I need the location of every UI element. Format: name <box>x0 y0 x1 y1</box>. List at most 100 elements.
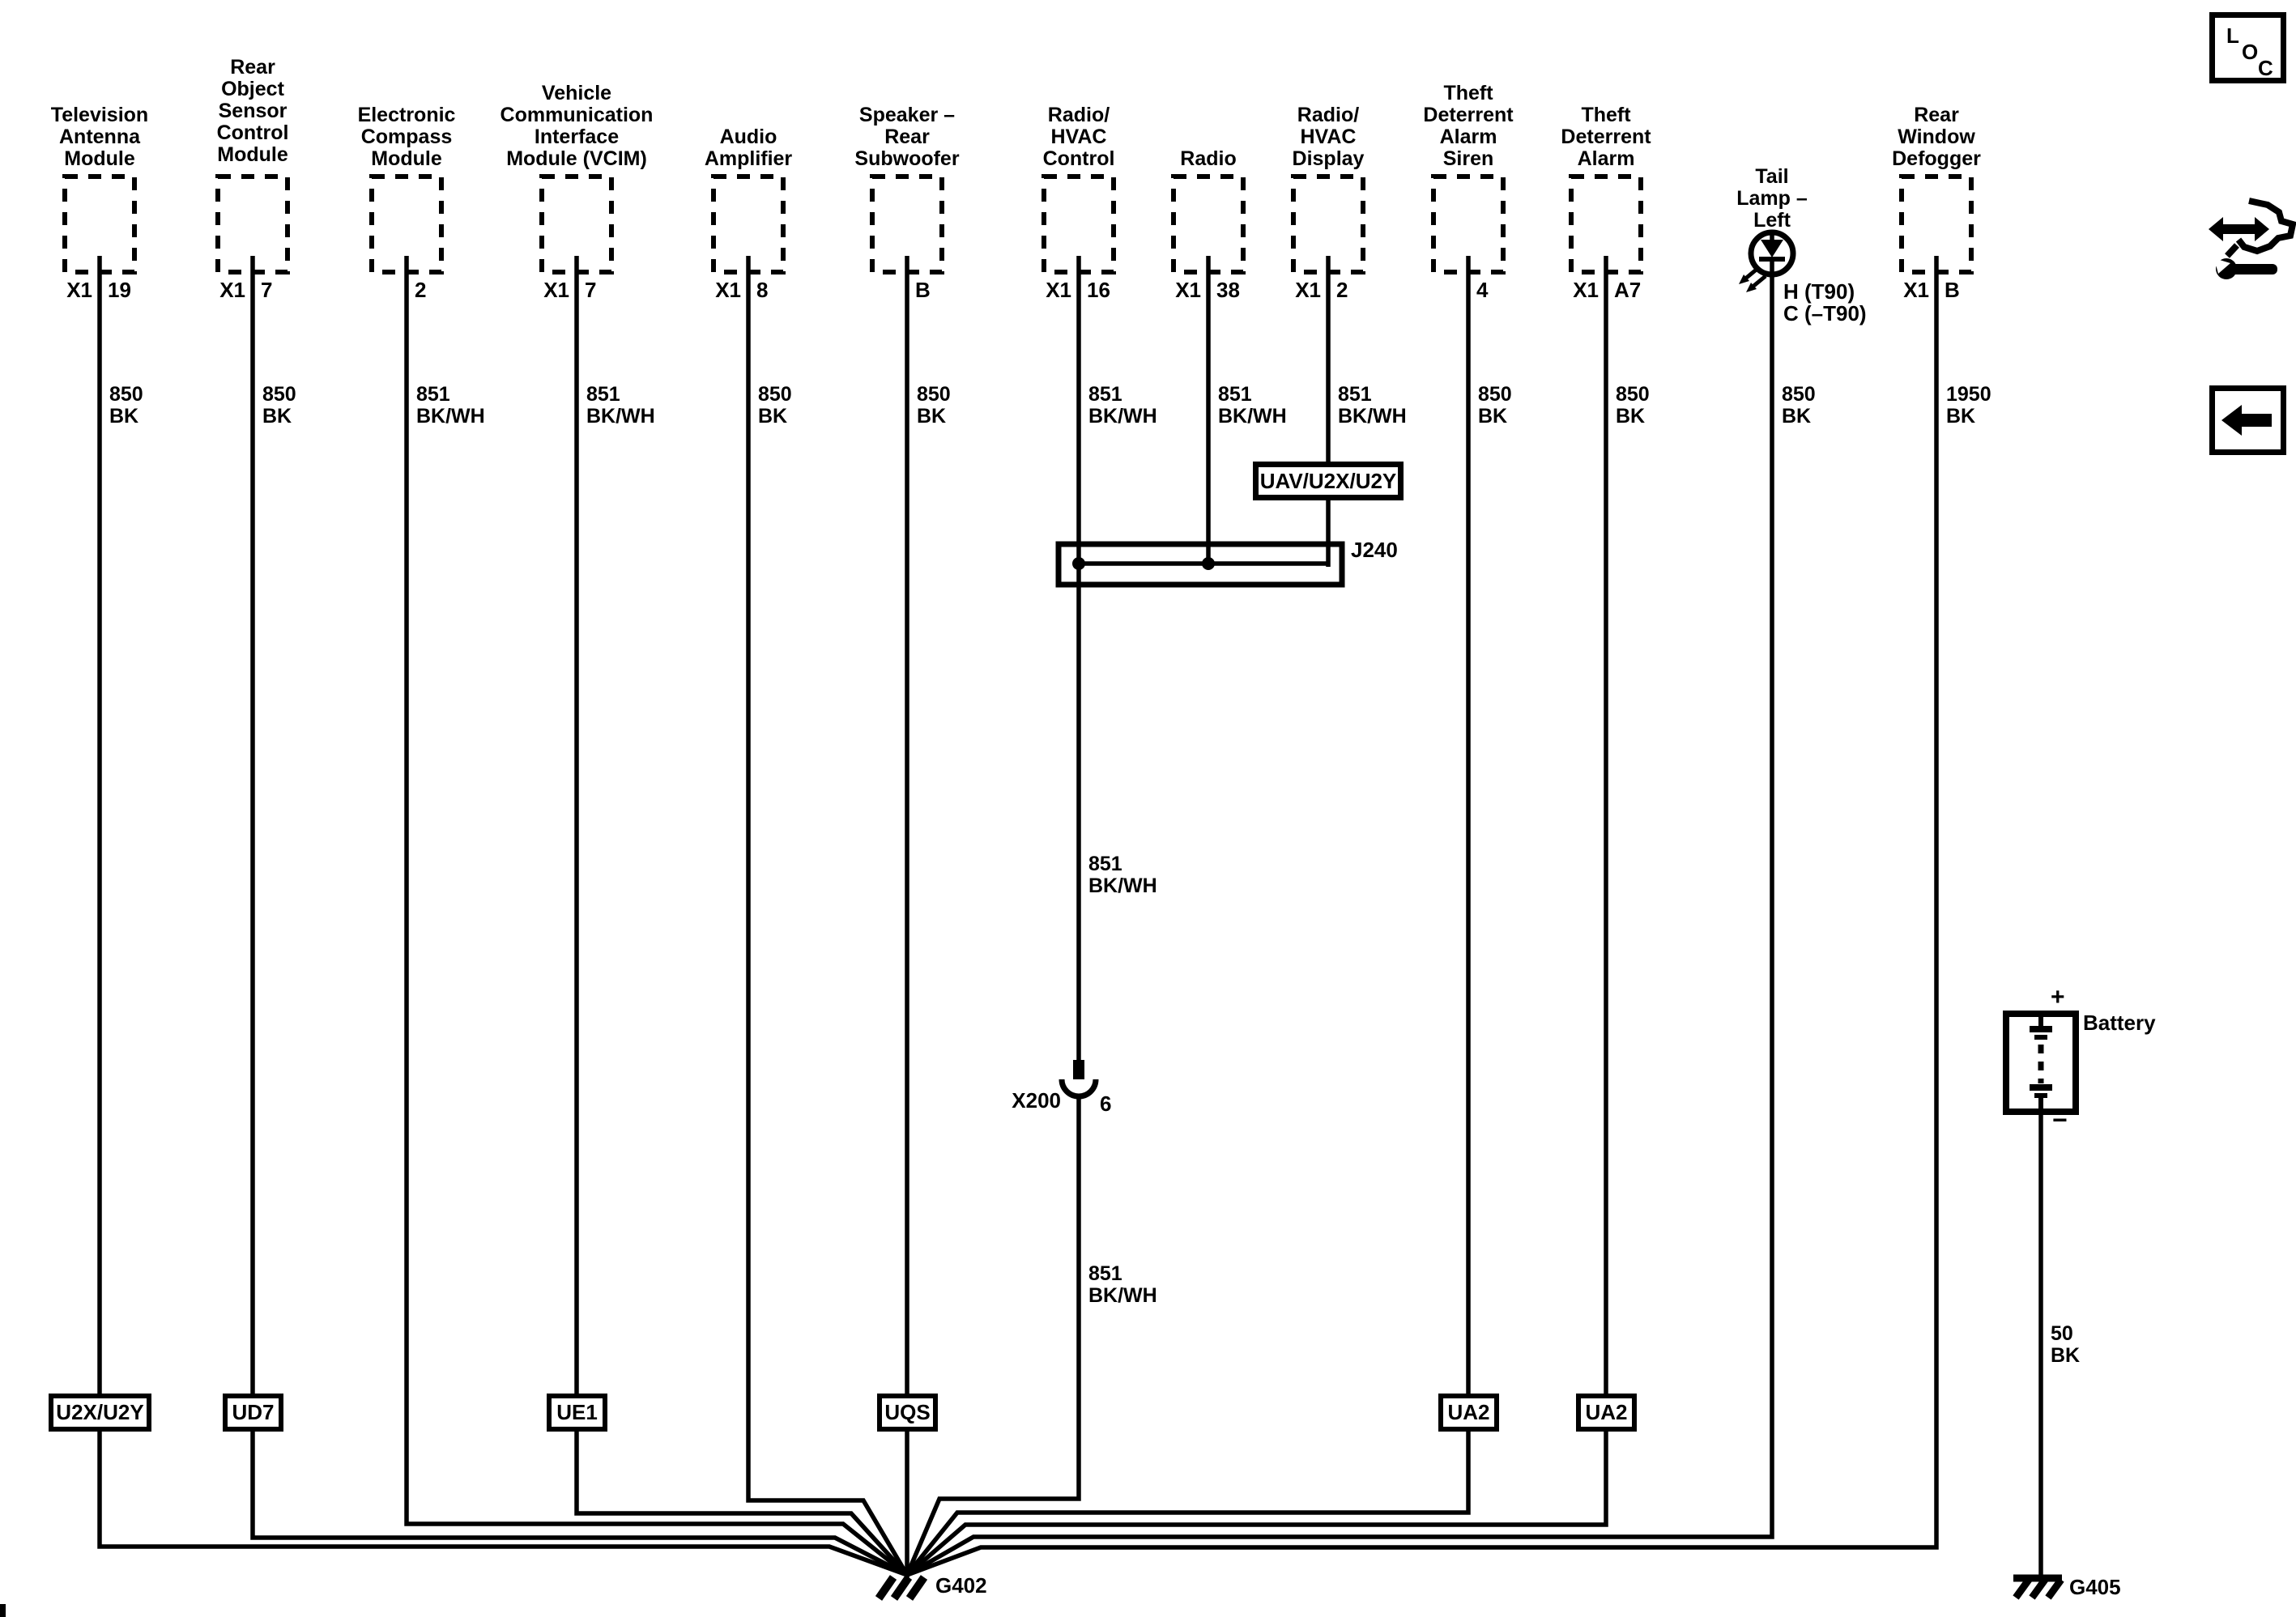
wire-label-rear-window-defogger: 1950 BK <box>1946 383 1991 428</box>
component-label-radio-hvac-display: Radio/ HVAC Display <box>1292 104 1365 170</box>
component-box-theft-alarm-siren <box>1431 174 1506 274</box>
component-label-rear-window-defogger: Rear Window Defogger <box>1892 104 1981 170</box>
component-label-radio-hvac-control: Radio/ HVAC Control <box>1042 104 1115 170</box>
wire-label-radio-hvac-control: 851 BK/WH <box>1088 383 1157 428</box>
pin-left-rear-object-sensor: X1 <box>219 278 245 302</box>
wire-label-rear-object-sensor: 850 BK <box>262 383 296 428</box>
connector-pin-x200: 6 <box>1100 1091 1112 1116</box>
component-callout-icon[interactable] <box>2209 198 2296 279</box>
splice-label-j240: J240 <box>1351 538 1398 562</box>
loc-letter-c: C <box>2258 56 2273 80</box>
pin-left-radio-hvac-display: X1 <box>1295 278 1321 302</box>
wire-label-electronic-compass: 851 BK/WH <box>416 383 485 428</box>
pin-left-audio-amplifier: X1 <box>715 278 741 302</box>
page-edge-artifact <box>0 1604 6 1617</box>
component-label-tv-antenna: Television Antenna Module <box>50 104 149 170</box>
battery-label: Battery <box>2083 1011 2156 1035</box>
pin-left-rear-window-defogger: X1 <box>1903 278 1929 302</box>
back-arrow-icon <box>2221 405 2272 436</box>
loc-button[interactable]: L O C <box>2209 12 2286 83</box>
wire-audio-amplifier <box>746 256 909 1577</box>
component-label-rear-subwoofer: Speaker – Rear Subwoofer <box>854 104 960 170</box>
wire-rear-object-sensor <box>250 256 909 1577</box>
wire-rear-window-defogger <box>906 256 1939 1577</box>
ground-label-g405: G405 <box>2069 1575 2121 1599</box>
wire-label-tail-lamp-left: 850 BK <box>1782 383 1816 428</box>
component-label-rear-object-sensor: Rear Object Sensor Control Module <box>216 56 289 166</box>
pin-right-tv-antenna: 19 <box>108 278 131 302</box>
wire-label-rear-subwoofer: 850 BK <box>917 383 951 428</box>
component-label-audio-amplifier: Audio Amplifier <box>704 126 793 170</box>
component-label-radio: Radio <box>1180 147 1237 170</box>
wire-theft-alarm <box>905 256 1608 1577</box>
pin-right-audio-amplifier: 8 <box>756 278 769 302</box>
component-box-tv-antenna <box>62 174 137 274</box>
wire-electronic-compass <box>404 256 909 1577</box>
option-box-uav-u2x-u2y: UAV/U2X/U2Y <box>1253 462 1404 500</box>
component-box-rear-subwoofer <box>870 174 944 274</box>
component-box-audio-amplifier <box>711 174 786 274</box>
connector-label-x200: X200 <box>1012 1088 1061 1113</box>
pin-right-electronic-compass: 2 <box>415 278 427 302</box>
option-box-u2x-u2y: U2X/U2Y <box>49 1394 151 1432</box>
battery-minus-label: − <box>2052 1105 2068 1134</box>
wire-vcim <box>574 256 909 1577</box>
wire-tv-antenna <box>97 256 908 1577</box>
wire-tail-lamp-left <box>905 274 1774 1577</box>
pin-left-tv-antenna: X1 <box>66 278 92 302</box>
ground-icon-g405 <box>2013 1574 2064 1600</box>
component-box-rear-object-sensor <box>215 174 290 274</box>
battery-icon <box>2003 1011 2079 1115</box>
component-box-radio-hvac-display <box>1291 174 1365 274</box>
pin-right-theft-alarm-siren: 4 <box>1476 278 1489 302</box>
splice-pack-j240 <box>1055 541 1345 588</box>
wire-label-theft-alarm: 850 BK <box>1616 383 1650 428</box>
wire-label-audio-amplifier: 850 BK <box>758 383 792 428</box>
component-box-theft-alarm <box>1569 174 1643 274</box>
wire-label-below-x200: 851 BK/WH <box>1088 1262 1157 1307</box>
wire-label-radio-hvac-display: 851 BK/WH <box>1338 383 1407 428</box>
pin-left-radio: X1 <box>1175 278 1201 302</box>
inline-connector-icon <box>1059 1060 1099 1100</box>
component-label-tail-lamp-left: Tail Lamp – Left <box>1736 165 1808 232</box>
component-box-rear-window-defogger <box>1899 174 1974 274</box>
wire-radio-hvac-control <box>905 256 1081 1577</box>
option-box-ua2-siren: UA2 <box>1438 1394 1499 1432</box>
pin-right-vcim: 7 <box>585 278 597 302</box>
pin-left-radio-hvac-control: X1 <box>1046 278 1071 302</box>
option-box-ue1: UE1 <box>547 1394 607 1432</box>
pin-right-theft-alarm: A7 <box>1614 278 1642 302</box>
ground-label-g402: G402 <box>935 1573 987 1598</box>
loc-letter-l: L <box>2226 23 2239 48</box>
component-box-radio-hvac-control <box>1042 174 1116 274</box>
pin-right-rear-window-defogger: B <box>1945 278 1960 302</box>
option-box-uqs: UQS <box>877 1394 938 1432</box>
component-label-theft-alarm-siren: Theft Deterrent Alarm Siren <box>1423 82 1514 170</box>
pin-right-rear-object-sensor: 7 <box>261 278 273 302</box>
pin-right-radio: 38 <box>1216 278 1240 302</box>
wire-label-tv-antenna: 850 BK <box>109 383 143 428</box>
pin-left-theft-alarm: X1 <box>1573 278 1599 302</box>
wire-label-radio: 851 BK/WH <box>1218 383 1287 428</box>
wire-label-above-x200: 851 BK/WH <box>1088 853 1157 897</box>
component-box-electronic-compass <box>369 174 444 274</box>
component-label-electronic-compass: Electronic Compass Module <box>357 104 456 170</box>
pin-right-tail-lamp-left: H (T90) C (–T90) <box>1783 279 1867 326</box>
option-box-ua2-alarm: UA2 <box>1576 1394 1637 1432</box>
wire-label-theft-alarm-siren: 850 BK <box>1478 383 1512 428</box>
battery-plus-label: + <box>2051 984 2065 1011</box>
component-label-theft-alarm: Theft Deterrent Alarm <box>1561 104 1651 170</box>
wire-theft-alarm-siren <box>905 256 1471 1577</box>
ground-icon-g402 <box>875 1575 928 1601</box>
component-box-vcim <box>539 174 614 274</box>
wire-label-battery-ground: 50 BK <box>2051 1322 2081 1367</box>
pin-left-vcim: X1 <box>543 278 569 302</box>
pin-right-rear-subwoofer: B <box>915 278 931 302</box>
option-box-ud7: UD7 <box>223 1394 283 1432</box>
back-button[interactable] <box>2209 385 2286 455</box>
pin-right-radio-hvac-control: 16 <box>1087 278 1110 302</box>
component-label-vcim: Vehicle Communication Interface Module (… <box>500 82 654 170</box>
wire-label-vcim: 851 BK/WH <box>586 383 655 428</box>
